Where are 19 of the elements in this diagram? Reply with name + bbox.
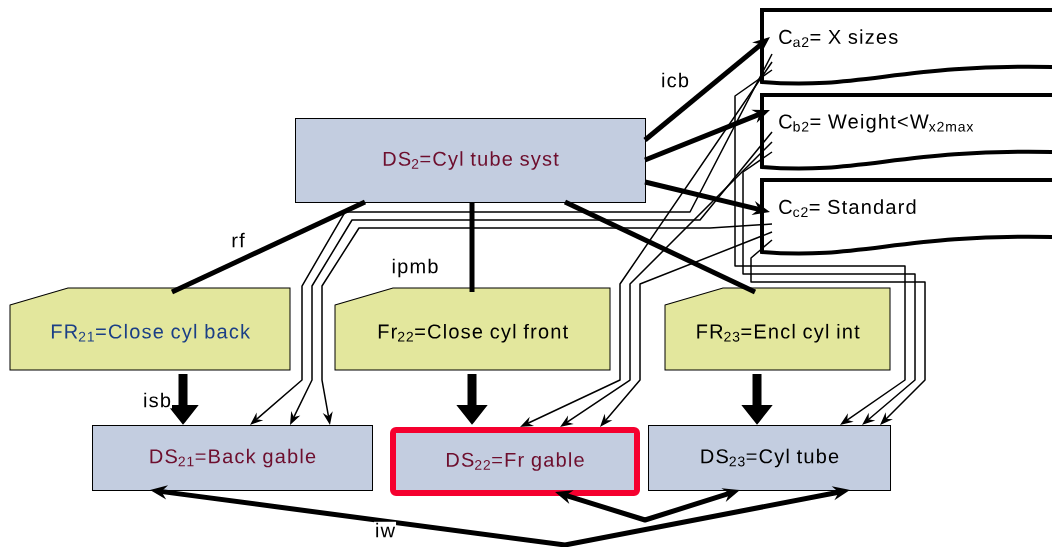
arrow xyxy=(750,239,926,425)
highlighted-design-box: DS$_{22}$=Fr gable xyxy=(390,427,640,496)
document-box: C$_{c2}$= Standard xyxy=(760,178,1052,256)
document-box: C$_{b2}$= Weight<W$_{x2max}$ xyxy=(760,93,1052,171)
arrow xyxy=(250,53,773,425)
edge-label: isb xyxy=(142,391,172,409)
design-box: DS$_{2}$=Cyl tube syst xyxy=(295,118,646,203)
requirement-box: FR$_{21}$=Close cyl back xyxy=(9,287,291,371)
arrow xyxy=(600,231,773,427)
edge-label: icb xyxy=(660,71,690,89)
requirement-box: FR$_{23}$=Encl cyl int xyxy=(664,287,891,371)
edge-label: rf xyxy=(230,231,246,249)
design-box: DS$_{23}$=Cyl tube xyxy=(648,425,891,491)
arrow xyxy=(742,151,916,425)
document-box: C$_{a2}$= X sizes xyxy=(760,8,1052,86)
design-box: DS$_{21}$=Back gable xyxy=(92,425,373,491)
requirement-box: Fr$_{22}$=Close cyl front xyxy=(334,287,611,371)
arrow xyxy=(734,69,906,425)
edge-label: ipmb xyxy=(390,257,440,279)
